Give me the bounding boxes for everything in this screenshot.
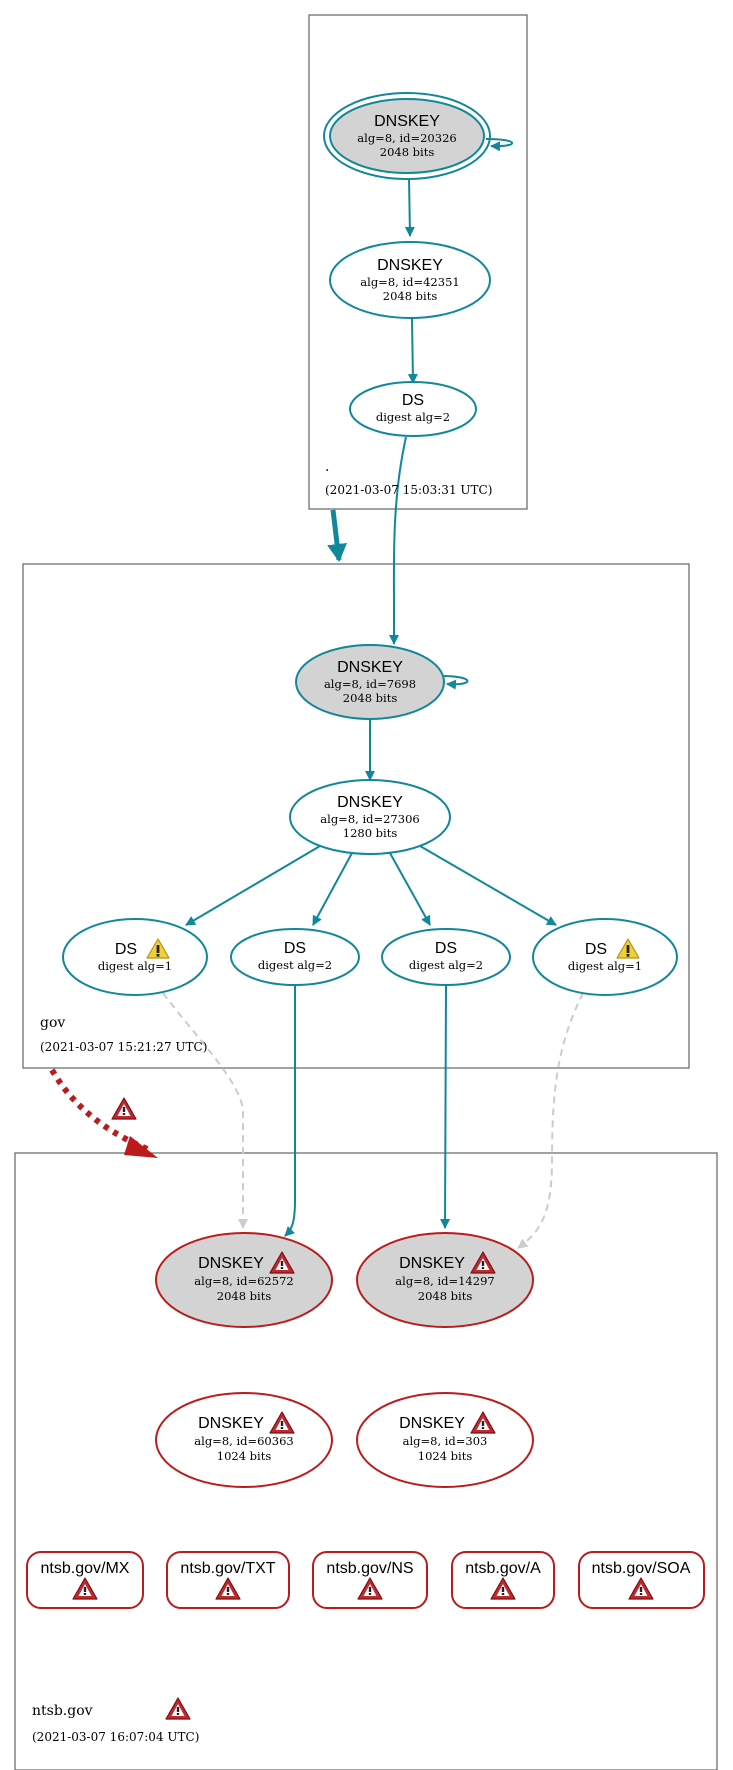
ntsb-zsk1-node: DNSKEY alg=8, id=60363 1024 bits	[155, 1392, 333, 1488]
node-title: DS	[435, 940, 457, 957]
node-line2: 1024 bits	[217, 1449, 272, 1463]
node-title: DS	[115, 941, 137, 958]
node-line1: alg=8, id=42351	[360, 275, 459, 289]
node-title: DNSKEY	[399, 1255, 465, 1272]
node-line1: alg=8, id=7698	[324, 677, 416, 691]
node-title: DS	[585, 941, 607, 958]
zone-root-label: .	[325, 459, 329, 475]
record-txt: ntsb.gov/TXT	[166, 1551, 290, 1609]
gov-zsk-node: DNSKEY alg=8, id=27306 1280 bits	[289, 779, 451, 855]
node-title: DNSKEY	[377, 257, 443, 274]
edge-gov-to-ntsb-delegation	[49, 1068, 152, 1153]
node-line1: alg=8, id=14297	[395, 1274, 494, 1288]
node-title: DNSKEY	[198, 1415, 264, 1432]
node-title: DNSKEY	[198, 1255, 264, 1272]
record-label: ntsb.gov/SOA	[592, 1560, 691, 1577]
zone-gov-timestamp: (2021-03-07 15:21:27 UTC)	[40, 1040, 207, 1054]
record-label: ntsb.gov/MX	[41, 1560, 130, 1577]
zone-root	[308, 14, 528, 510]
ntsb-ksk1-node: DNSKEY alg=8, id=62572 2048 bits	[155, 1232, 333, 1328]
record-label: ntsb.gov/TXT	[180, 1560, 275, 1577]
node-line2: 2048 bits	[418, 1289, 473, 1303]
node-line2: 2048 bits	[217, 1289, 272, 1303]
node-line2: 1280 bits	[343, 826, 398, 840]
root-zsk-node: DNSKEY alg=8, id=42351 2048 bits	[329, 241, 491, 319]
edge-gov-zsk-ds4	[419, 845, 557, 926]
gov-ds1-node: DS digest alg=1	[62, 918, 208, 996]
node-title: DNSKEY	[337, 659, 403, 676]
gov-ds2-node: DS digest alg=2	[230, 928, 360, 986]
edge-gov-ds4-ntsb-k2	[517, 992, 584, 1249]
record-mx: ntsb.gov/MX	[26, 1551, 144, 1609]
node-line2: 2048 bits	[380, 145, 435, 159]
zone-ntsb-timestamp: (2021-03-07 16:07:04 UTC)	[32, 1730, 199, 1744]
node-line1: digest alg=1	[98, 959, 172, 973]
edge-root-ksk-self	[485, 138, 514, 152]
edge-gov-to-ntsb-arrowhead	[124, 1136, 158, 1158]
edge-gov-ksk-self	[441, 675, 469, 690]
edge-gov-zsk-ds1	[185, 845, 321, 926]
root-ds-node: DS digest alg=2	[349, 381, 477, 437]
edge-root-to-gov-delegation	[327, 509, 348, 562]
zone-ntsb-label: ntsb.gov	[32, 1703, 93, 1719]
node-title: DS	[284, 940, 306, 957]
gov-ds4-node: DS digest alg=1	[532, 918, 678, 996]
delegation-warning-icon	[111, 1097, 137, 1120]
node-title: DNSKEY	[399, 1415, 465, 1432]
node-line2: 1024 bits	[418, 1449, 473, 1463]
edge-root-ksk-zsk	[404, 177, 415, 237]
record-soa: ntsb.gov/SOA	[578, 1551, 705, 1609]
edge-root-ds-gov-ksk	[389, 436, 407, 645]
node-line2: 2048 bits	[383, 289, 438, 303]
node-line1: digest alg=2	[258, 958, 332, 972]
ntsb-zsk2-node: DNSKEY alg=8, id=303 1024 bits	[356, 1392, 534, 1488]
zone-ntsb-gov	[14, 1152, 718, 1770]
node-line1: alg=8, id=27306	[320, 812, 419, 826]
node-line1: alg=8, id=303	[403, 1434, 488, 1448]
node-title: DNSKEY	[374, 113, 440, 130]
node-line1: alg=8, id=62572	[194, 1274, 293, 1288]
node-line1: alg=8, id=60363	[194, 1434, 293, 1448]
edge-gov-zsk-ds2	[312, 852, 353, 926]
gov-ksk-node: DNSKEY alg=8, id=7698 2048 bits	[295, 644, 445, 720]
node-line1: alg=8, id=20326	[357, 131, 456, 145]
edge-gov-zsk-ds3	[389, 852, 431, 926]
zone-gov-label: gov	[40, 1015, 65, 1031]
node-line1: digest alg=1	[568, 959, 642, 973]
record-ns: ntsb.gov/NS	[312, 1551, 428, 1609]
edge-gov-ds3-ntsb-k2	[440, 985, 451, 1229]
zone-gov	[22, 563, 690, 1069]
edge-gov-ds2-ntsb-k1	[284, 986, 296, 1237]
node-title: DNSKEY	[337, 794, 403, 811]
gov-ds3-node: DS digest alg=2	[381, 928, 511, 986]
record-label: ntsb.gov/A	[465, 1560, 541, 1577]
node-line1: digest alg=2	[409, 958, 483, 972]
zone-ntsb-warning-icon	[165, 1697, 191, 1720]
node-title: DS	[402, 392, 424, 409]
root-ksk-node: DNSKEY alg=8, id=20326 2048 bits	[323, 92, 491, 180]
node-line2: 2048 bits	[343, 691, 398, 705]
record-label: ntsb.gov/NS	[326, 1560, 413, 1577]
edge-root-zsk-ds	[407, 317, 418, 384]
node-line1: digest alg=2	[376, 410, 450, 424]
record-a: ntsb.gov/A	[451, 1551, 555, 1609]
zone-root-timestamp: (2021-03-07 15:03:31 UTC)	[325, 483, 492, 497]
edge-gov-ds1-ntsb-k1	[162, 992, 248, 1229]
ntsb-ksk2-node: DNSKEY alg=8, id=14297 2048 bits	[356, 1232, 534, 1328]
